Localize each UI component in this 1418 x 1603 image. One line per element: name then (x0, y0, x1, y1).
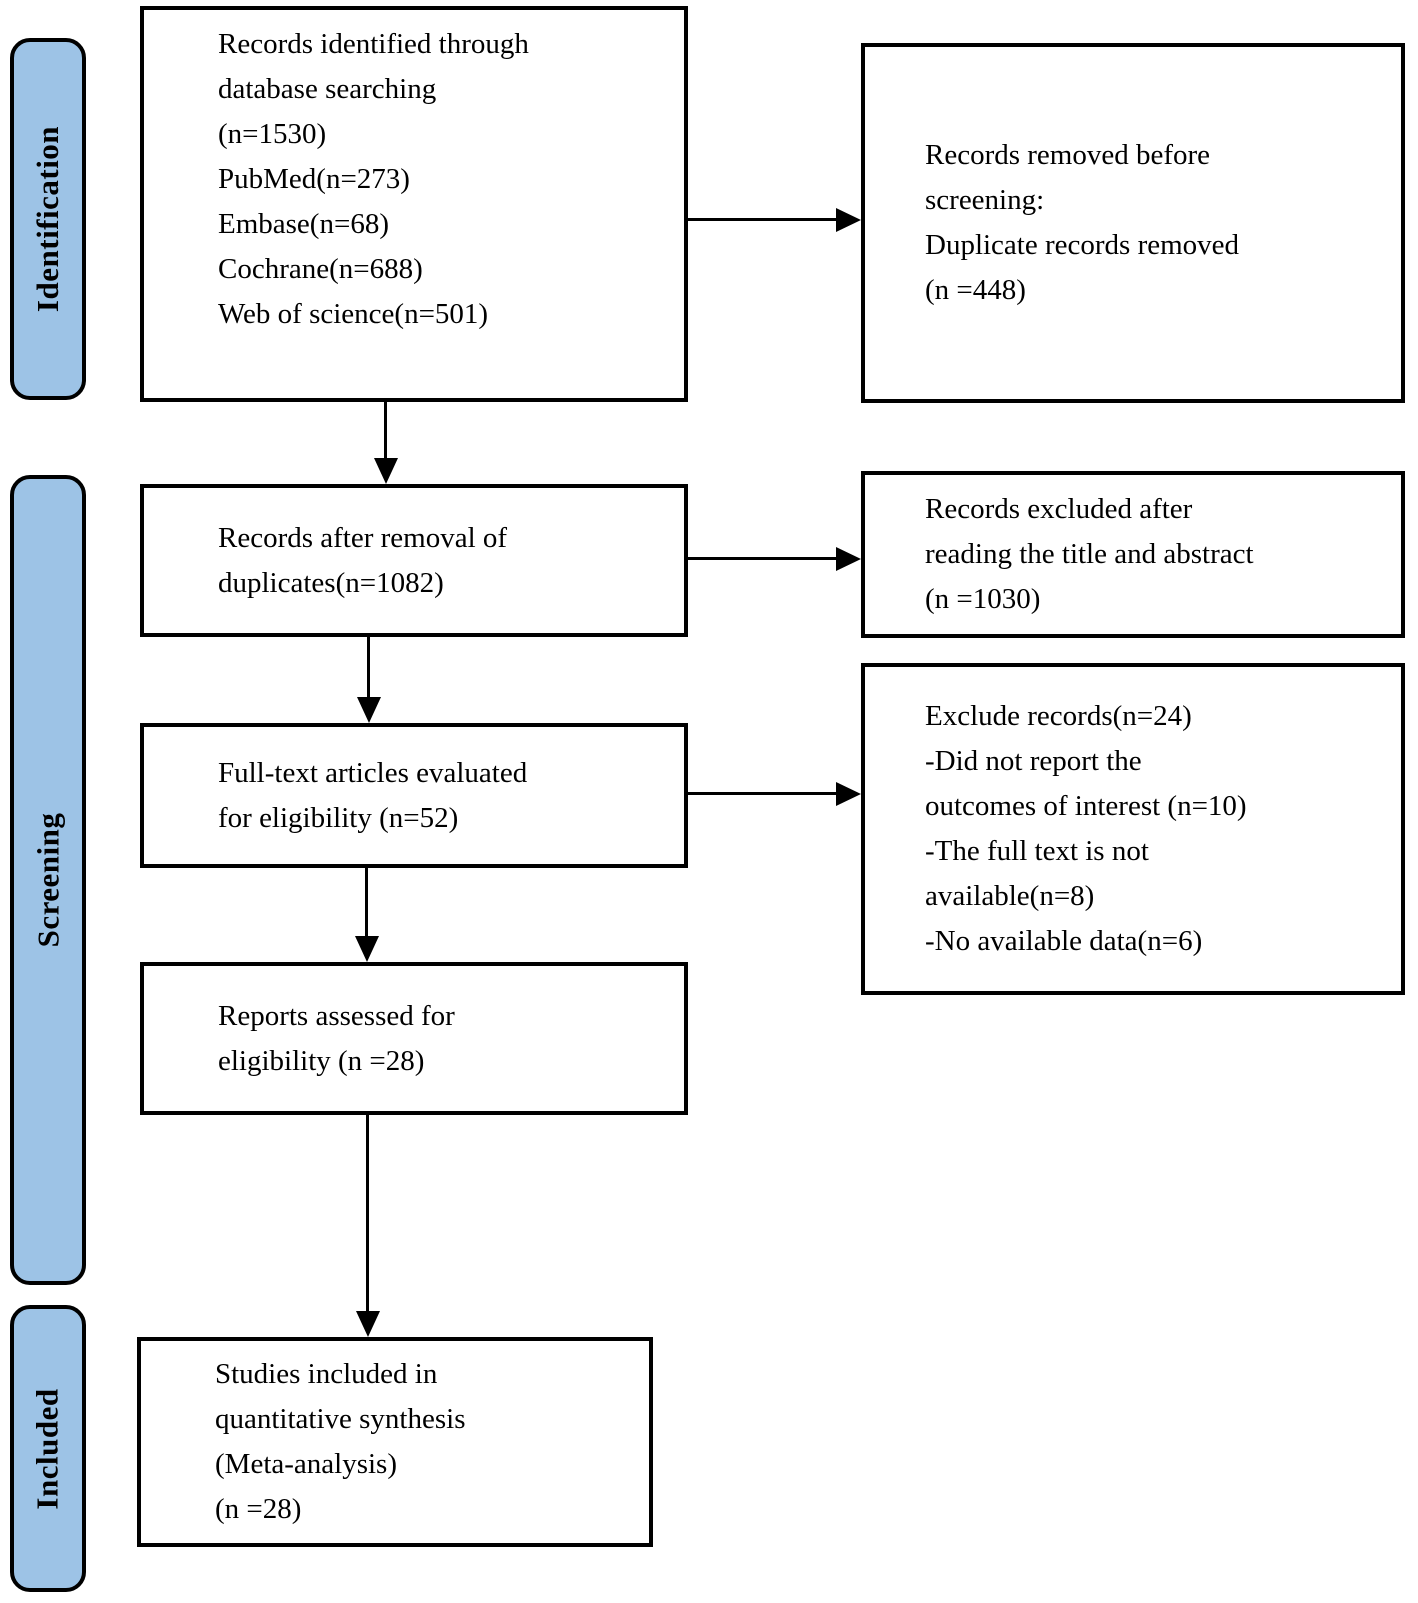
exclusion-box-title-abstract-excluded: Records excluded after reading the title… (861, 471, 1405, 638)
exclusion-box-fulltext-excluded: Exclude records(n=24) -Did not report th… (861, 663, 1405, 995)
exclusion-box-removed-before-screening: Records removed before screening: Duplic… (861, 43, 1405, 403)
flow-box-fulltext-evaluated: Full-text articles evaluated for eligibi… (140, 723, 688, 868)
flow-box-records-identified-text: Records identified through database sear… (218, 28, 529, 330)
exclusion-box-removed-before-screening-text: Records removed before screening: Duplic… (925, 139, 1240, 306)
down-arrow-fulltext-to-assessed (365, 868, 368, 936)
stage-included-label: Included (30, 1387, 66, 1510)
right-arrow-to-title-abstract-excluded (688, 557, 836, 560)
stage-identification: Identification (10, 38, 86, 400)
down-arrow-assessed-to-included (366, 1115, 369, 1311)
stage-identification-label: Identification (30, 125, 65, 313)
right-arrow-to-removed-before-screening (688, 218, 836, 221)
exclusion-box-fulltext-excluded-text: Exclude records(n=24) -Did not report th… (925, 700, 1247, 957)
right-arrow-to-fulltext-excluded (688, 792, 836, 795)
exclusion-box-title-abstract-excluded-text: Records excluded after reading the title… (925, 493, 1254, 615)
flow-box-records-identified: Records identified through database sear… (140, 6, 688, 402)
down-arrow-identified-to-deduplicated (384, 402, 387, 458)
flow-box-reports-assessed: Reports assessed for eligibility (n =28) (140, 962, 688, 1115)
stage-included: Included (10, 1305, 86, 1592)
flow-box-studies-included: Studies included in quantitative synthes… (137, 1337, 653, 1547)
stage-screening: Screening (10, 475, 86, 1285)
down-arrow-deduplicated-to-fulltext (367, 637, 370, 697)
flow-box-records-after-duplicates: Records after removal of duplicates(n=10… (140, 484, 688, 637)
flow-box-fulltext-evaluated-text: Full-text articles evaluated for eligibi… (218, 756, 528, 834)
stage-screening-label: Screening (30, 812, 65, 948)
flow-box-records-after-duplicates-text: Records after removal of duplicates(n=10… (218, 521, 508, 599)
flow-box-reports-assessed-text: Reports assessed for eligibility (n =28) (218, 999, 455, 1077)
flow-box-studies-included-text: Studies included in quantitative synthes… (215, 1358, 466, 1525)
